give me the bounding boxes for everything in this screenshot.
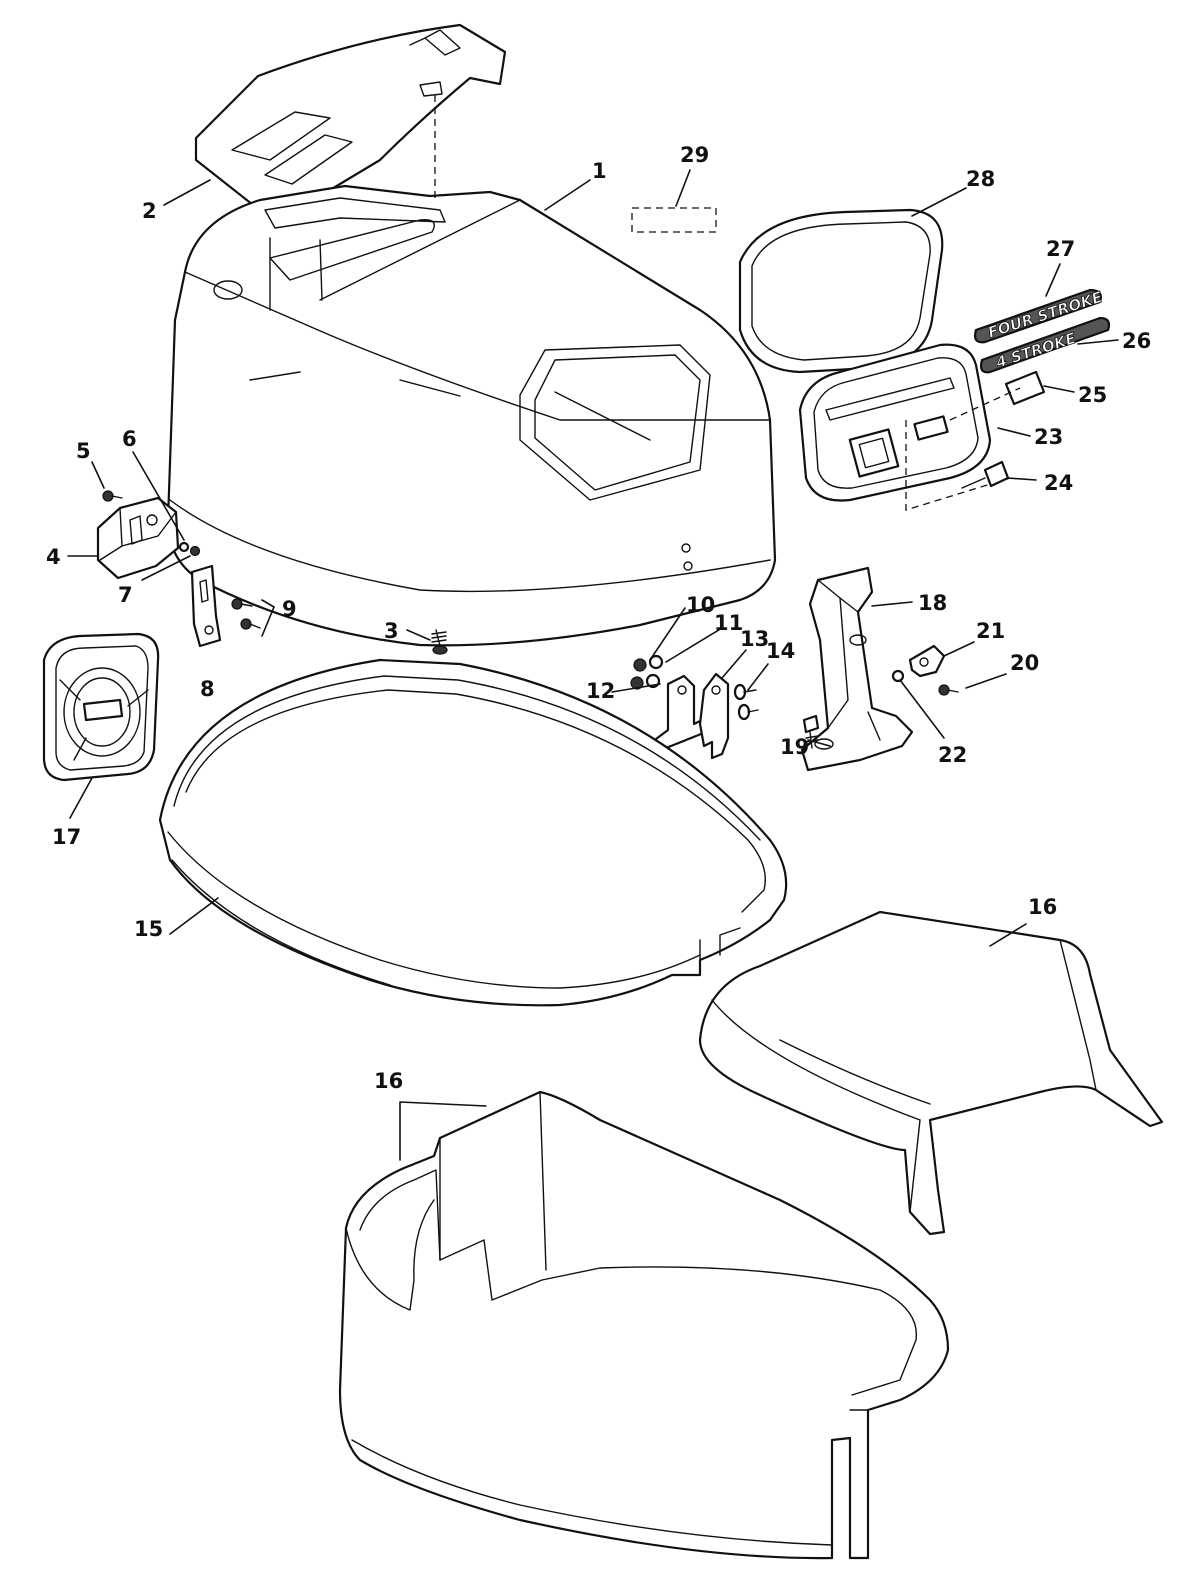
callout-24: 24: [1044, 471, 1073, 495]
leader-lines: [67, 169, 1119, 1161]
part-28-window-frame: [738, 208, 944, 374]
callout-3: 3: [384, 619, 399, 643]
part-1-top-cowl: [166, 184, 777, 647]
leader-9: [261, 599, 276, 637]
part-21-clip: [908, 644, 946, 678]
leader-3: [406, 629, 431, 641]
part-2-vent-cover: [194, 23, 507, 214]
callout-25: 25: [1078, 383, 1107, 407]
part-25-lens: [1004, 370, 1046, 406]
part-18-support-bracket: [800, 566, 914, 772]
callout-14: 14: [766, 639, 795, 663]
part-20-screw: [938, 684, 959, 696]
callout-12: 12: [586, 679, 615, 703]
leader-11: [665, 627, 723, 663]
callout-16-bottom: 16: [374, 1069, 403, 1093]
leader-29: [675, 169, 691, 207]
leader-16b: [399, 1101, 487, 1161]
leader-22: [899, 679, 945, 739]
callout-19: 19: [780, 735, 809, 759]
part-16-rear-cowl: [698, 910, 1164, 1236]
callout-15: 15: [134, 917, 163, 941]
part-8-bracket: [190, 564, 222, 648]
part-12-bracket: [650, 674, 708, 750]
part-9-screws: [231, 598, 261, 630]
part-5-screw: [102, 490, 123, 502]
part-11-washers: [645, 654, 664, 689]
leader-7: [141, 555, 191, 581]
callout-26: 26: [1122, 329, 1151, 353]
callout-6: 6: [122, 427, 137, 451]
leader-15: [169, 897, 219, 935]
part-22-washer: [891, 669, 905, 683]
callout-2: 2: [142, 199, 157, 223]
part-14-screws: [733, 683, 759, 721]
leader-28: [911, 187, 967, 217]
leader-1: [544, 179, 591, 211]
callout-13: 13: [740, 627, 769, 651]
leader-12: [611, 683, 661, 693]
leader-23: [997, 427, 1031, 437]
leader-14: [747, 663, 769, 691]
callout-23: 23: [1034, 425, 1063, 449]
part-17-rubber-boot: [42, 632, 160, 782]
callout-27: 27: [1046, 237, 1075, 261]
callout-29: 29: [680, 143, 709, 167]
callout-4: 4: [46, 545, 61, 569]
callout-22: 22: [938, 743, 967, 767]
leader-20: [965, 673, 1007, 689]
leader-21: [943, 641, 975, 657]
part-6-washer: [178, 541, 190, 553]
leader-2: [163, 179, 211, 206]
callout-5: 5: [76, 439, 91, 463]
part-4-latch: [96, 496, 180, 580]
callout-10: 10: [686, 593, 715, 617]
callout-numbers: 1 2 3 4 5 6 7 8 9 10 11 12 13 14 15 16 1…: [46, 143, 1151, 1093]
callout-8: 8: [200, 677, 215, 701]
part-29-label-placeholder: [631, 207, 717, 233]
callout-1: 1: [592, 159, 607, 183]
callout-18: 18: [918, 591, 947, 615]
leader-6: [132, 451, 185, 541]
part-15-seal: [158, 658, 788, 1007]
leader-10: [649, 607, 686, 661]
leader-24: [1007, 477, 1037, 481]
part-3-screw: [431, 629, 448, 655]
part-19-screw: [802, 714, 820, 749]
part-24-wire-plug: [961, 460, 1010, 489]
leader-25: [1043, 385, 1075, 393]
leader-5: [91, 461, 105, 489]
leader-18: [871, 601, 913, 607]
callout-20: 20: [1010, 651, 1039, 675]
leader-26: [1077, 339, 1119, 345]
part-23-control-panel: [798, 343, 992, 502]
callout-21: 21: [976, 619, 1005, 643]
leader-13: [721, 649, 747, 679]
leader-17: [69, 777, 93, 819]
callout-11: 11: [714, 611, 743, 635]
leader-19: [807, 739, 831, 747]
leader-27: [1045, 263, 1061, 297]
part-16-lower-cowl: [338, 1090, 950, 1560]
callout-7: 7: [118, 583, 133, 607]
part-7-nut: [189, 545, 201, 557]
part-13-bracket: [698, 672, 730, 760]
leader-16a: [989, 923, 1027, 947]
callout-17: 17: [52, 825, 81, 849]
callout-16-right: 16: [1028, 895, 1057, 919]
callout-28: 28: [966, 167, 995, 191]
part-10-nuts: [630, 658, 647, 690]
callout-9: 9: [282, 597, 297, 621]
